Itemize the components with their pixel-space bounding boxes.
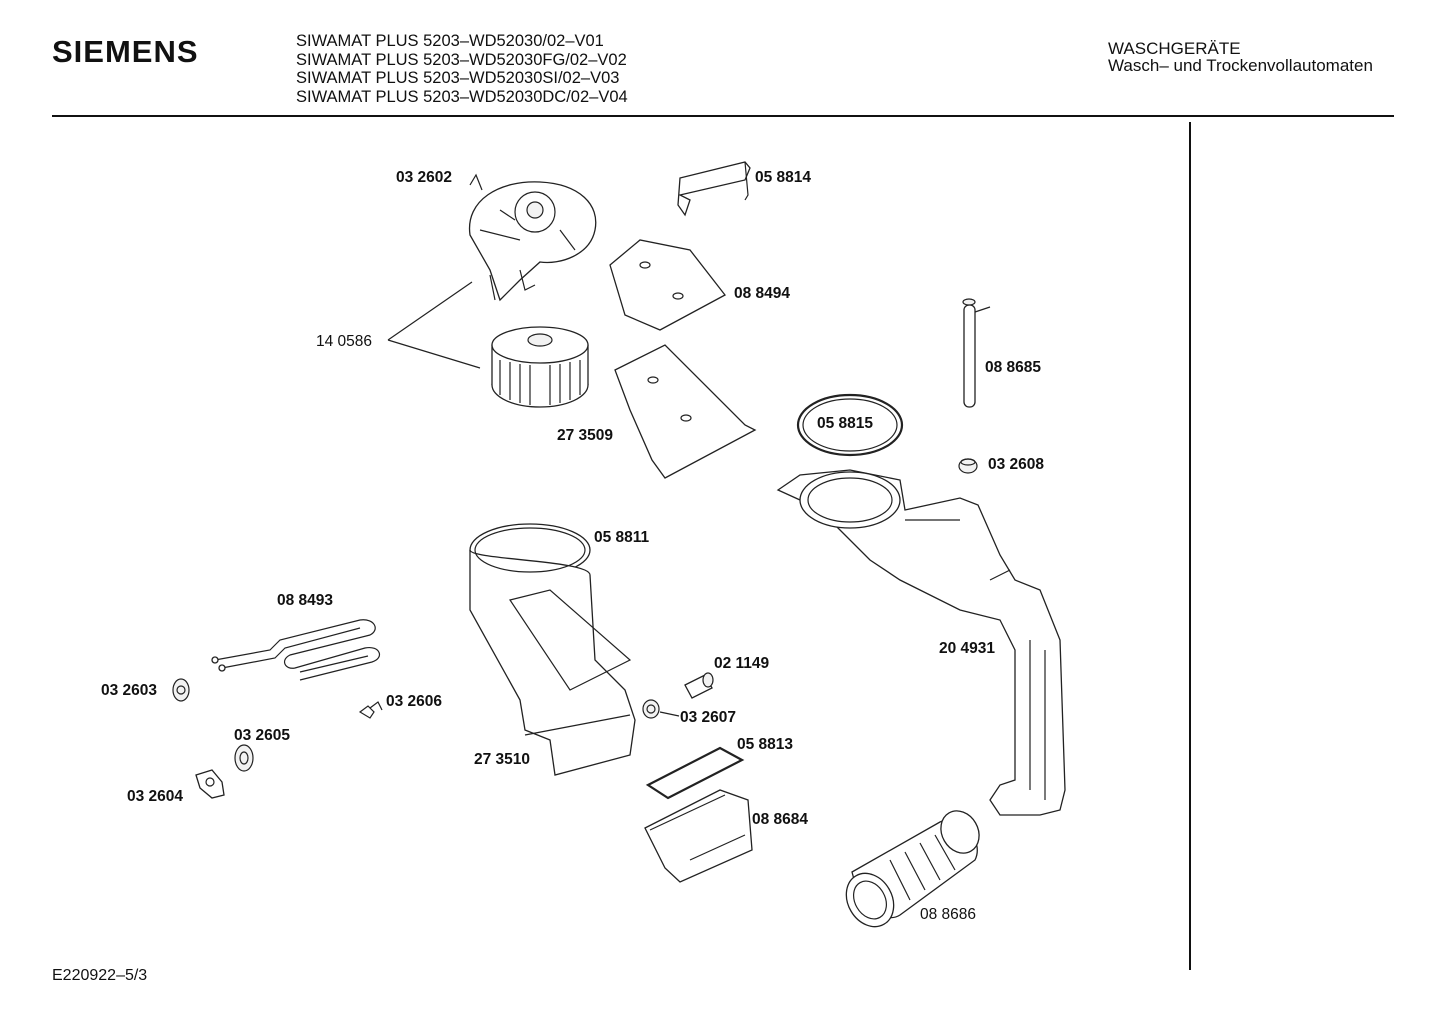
drawing-number: E220922–5/3 bbox=[52, 967, 148, 984]
part-label-273509: 27 3509 bbox=[557, 427, 613, 444]
category-block: WASCHGERÄTE Wasch– und Trockenvollautoma… bbox=[1108, 40, 1373, 74]
part-label-058813: 05 8813 bbox=[737, 736, 793, 753]
category-subtitle: Wasch– und Trockenvollautomaten bbox=[1108, 56, 1373, 75]
gasket-ring-drawing bbox=[796, 393, 904, 457]
leader-line bbox=[387, 281, 481, 369]
part-label-032603: 03 2603 bbox=[101, 682, 157, 699]
model-list: SIWAMAT PLUS 5203–WD52030/02–V01 SIWAMAT… bbox=[296, 32, 628, 106]
clip-032606-drawing bbox=[358, 701, 383, 719]
part-label-088686: 08 8686 bbox=[920, 906, 976, 923]
fan-wheel-drawing bbox=[491, 326, 589, 408]
side-divider bbox=[1189, 122, 1191, 970]
part-label-032605: 03 2605 bbox=[234, 727, 290, 744]
part-label-032608: 03 2608 bbox=[988, 456, 1044, 473]
fan-housing-drawing bbox=[468, 173, 597, 302]
part-label-021149: 02 1149 bbox=[714, 655, 770, 672]
plate-drawing bbox=[609, 239, 726, 331]
part-label-032604: 03 2604 bbox=[127, 788, 183, 805]
condenser-cover-drawing bbox=[644, 789, 753, 883]
part-label-088493: 08 8493 bbox=[277, 592, 333, 609]
part-label-204931: 20 4931 bbox=[939, 640, 995, 657]
part-label-140586: 14 0586 bbox=[316, 333, 372, 350]
terminal-032604-drawing bbox=[195, 769, 225, 799]
seal-032607-drawing bbox=[642, 699, 680, 719]
model-line: SIWAMAT PLUS 5203–WD52030/02–V01 bbox=[296, 32, 604, 50]
duct-drawing bbox=[614, 344, 757, 479]
part-label-032607: 03 2607 bbox=[680, 709, 736, 726]
category-title: WASCHGERÄTE bbox=[1108, 39, 1241, 58]
part-label-058814: 05 8814 bbox=[755, 169, 811, 186]
part-label-088685: 08 8685 bbox=[985, 359, 1041, 376]
part-label-088684: 08 8684 bbox=[752, 811, 808, 828]
bracket-drawing bbox=[677, 161, 751, 217]
grommet-drawing bbox=[958, 458, 978, 474]
part-label-058811: 05 8811 bbox=[594, 529, 650, 546]
part-label-088494: 08 8494 bbox=[734, 285, 790, 302]
model-line: SIWAMAT PLUS 5203–WD52030FG/02–V02 bbox=[296, 50, 627, 69]
part-label-058815: 05 8815 bbox=[817, 415, 873, 432]
grommet-032603-drawing bbox=[172, 678, 190, 702]
bellows-hose-drawing bbox=[845, 810, 980, 928]
air-channel-drawing bbox=[776, 469, 1066, 816]
part-label-032606: 03 2606 bbox=[386, 693, 442, 710]
model-line: SIWAMAT PLUS 5203–WD52030SI/02–V03 bbox=[296, 69, 620, 87]
gasket-058813-drawing bbox=[645, 746, 745, 800]
part-label-273510: 27 3510 bbox=[474, 751, 530, 768]
model-line: SIWAMAT PLUS 5203–WD52030DC/02–V04 bbox=[296, 87, 628, 106]
sensor-021149-drawing bbox=[684, 672, 714, 699]
header-divider bbox=[52, 115, 1394, 117]
brand-logo: SIEMENS bbox=[52, 34, 199, 69]
bushing-032605-drawing bbox=[234, 744, 254, 772]
part-label-032602: 03 2602 bbox=[396, 169, 452, 186]
pipe-drawing bbox=[962, 298, 991, 408]
drying-duct-drawing bbox=[469, 523, 636, 776]
heater-element-drawing bbox=[211, 619, 381, 681]
